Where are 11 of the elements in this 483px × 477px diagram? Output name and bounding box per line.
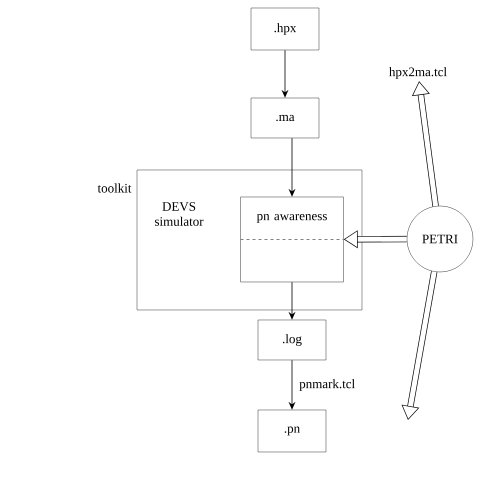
process-box: .log xyxy=(258,320,326,360)
hollow-arrow xyxy=(402,271,438,420)
simulator-label: DEVS simulator xyxy=(154,202,204,226)
hollow-arrow xyxy=(412,81,439,206)
process-box: .hpx xyxy=(250,8,320,50)
edge-label: pnmark.tcl xyxy=(299,379,355,391)
process-box: .pn xyxy=(258,410,326,452)
process-box: .ma xyxy=(250,98,320,138)
script-label: hpx2ma.tcl xyxy=(389,67,447,79)
toolkit-label: toolkit xyxy=(98,183,132,193)
awareness-box: pn awareness xyxy=(240,196,344,282)
